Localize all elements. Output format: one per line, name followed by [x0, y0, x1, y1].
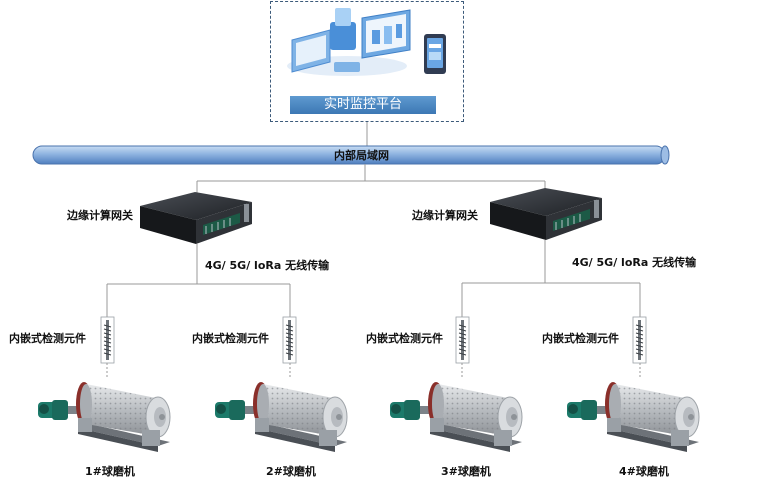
ball-mill-4-label: 4#球磨机	[619, 465, 669, 478]
platform-label: 实时监控平台	[290, 96, 436, 114]
gateway-2-transmission: 4G/ 5G/ loRa 无线传输	[572, 256, 697, 269]
sensor-1-label: 内嵌式检测元件	[9, 332, 86, 345]
sensor-4-device	[632, 316, 647, 364]
gateway-2-label: 边缘计算网关	[412, 209, 478, 222]
platform-illustration	[287, 8, 446, 76]
gateway-1-transmission: 4G/ 5G/ loRa 无线传输	[205, 259, 330, 272]
sensor-2-label: 内嵌式检测元件	[192, 332, 269, 345]
ball-mill-4-device	[566, 381, 700, 453]
ball-mill-2-label: 2#球磨机	[266, 465, 316, 478]
sensor-3-device	[455, 316, 470, 364]
ball-mill-3-device	[389, 381, 523, 453]
pipe-end-cap	[660, 145, 670, 165]
ball-mill-2-device	[214, 381, 348, 453]
sensor-2-device	[282, 316, 297, 364]
ball-mill-1-label: 1#球磨机	[85, 465, 135, 478]
sensor-1-device	[100, 316, 115, 364]
gateway-1-label: 边缘计算网关	[67, 209, 133, 222]
network-label: 内部局域网	[334, 149, 389, 162]
gateway-1-device	[139, 191, 253, 245]
sensor-4-label: 内嵌式检测元件	[542, 332, 619, 345]
gateway-2-device	[489, 187, 603, 241]
ball-mill-1-device	[37, 381, 171, 453]
sensor-3-label: 内嵌式检测元件	[366, 332, 443, 345]
ball-mill-3-label: 3#球磨机	[441, 465, 491, 478]
